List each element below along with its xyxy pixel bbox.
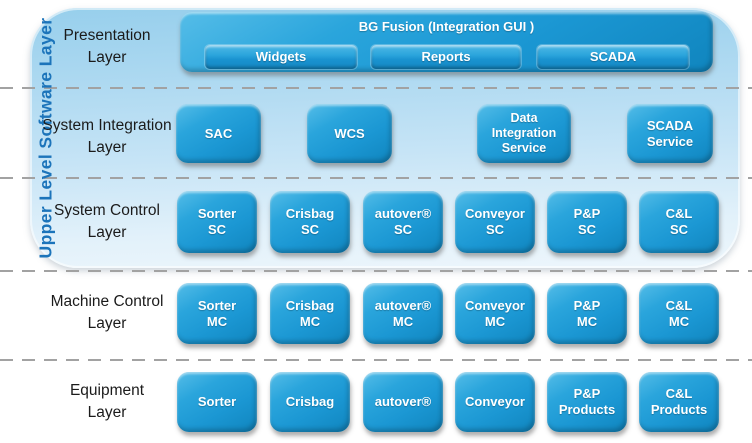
box-conveyor-mc-label: Conveyor MC bbox=[465, 297, 525, 329]
box-crisbag-label: Crisbag bbox=[285, 394, 335, 409]
box-autover-mc-label: autover® MC bbox=[374, 297, 432, 329]
box-sorter-mc: Sorter MC bbox=[177, 283, 257, 344]
box-crisbag-sc-label: Crisbag SC bbox=[285, 206, 335, 237]
box-conveyor-mc: Conveyor MC bbox=[455, 283, 535, 344]
box-sorter-sc-label: Sorter SC bbox=[197, 206, 237, 237]
box-sac-label: SAC bbox=[204, 125, 233, 141]
button-widgets-label: Widgets bbox=[255, 49, 307, 64]
box-autover: autover® bbox=[363, 372, 443, 432]
box-bg-fusion: BG Fusion (Integration GUI ) Widgets Rep… bbox=[180, 12, 713, 72]
button-reports: Reports bbox=[371, 45, 521, 69]
layer-label-presentation: Presentation Layer bbox=[63, 27, 151, 66]
box-autover-sc-label: autover® SC bbox=[374, 206, 432, 237]
box-crisbag: Crisbag bbox=[270, 372, 350, 432]
box-crisbag-sc: Crisbag SC bbox=[270, 191, 350, 253]
box-pp-products: P&P Products bbox=[547, 372, 627, 432]
layer-label-machine-control: Machine Control Layer bbox=[50, 293, 164, 332]
box-data-integration-service-label: Data Integration Service bbox=[491, 111, 557, 155]
button-reports-label: Reports bbox=[421, 49, 471, 64]
divider-presentation-integration bbox=[0, 87, 752, 89]
bg-fusion-title: BG Fusion (Integration GUI ) bbox=[358, 19, 535, 34]
box-cl-products: C&L Products bbox=[639, 372, 719, 432]
box-cl-mc: C&L MC bbox=[639, 283, 719, 344]
layer-label-system-control: System Control Layer bbox=[54, 202, 160, 241]
box-pp-mc: P&P MC bbox=[547, 283, 627, 344]
box-pp-sc-label: P&P SC bbox=[573, 206, 601, 237]
box-conveyor-sc: Conveyor SC bbox=[455, 191, 535, 253]
box-pp-products-label: P&P Products bbox=[558, 386, 616, 417]
box-data-integration-service: Data Integration Service bbox=[477, 104, 571, 163]
box-sorter-sc: Sorter SC bbox=[177, 191, 257, 253]
box-sorter-mc-label: Sorter MC bbox=[197, 297, 237, 329]
box-autover-mc: autover® MC bbox=[363, 283, 443, 344]
box-crisbag-mc-label: Crisbag MC bbox=[285, 297, 335, 329]
divider-integration-control bbox=[0, 177, 752, 179]
box-cl-mc-label: C&L MC bbox=[665, 297, 693, 329]
box-conveyor: Conveyor bbox=[455, 372, 535, 432]
button-scada: SCADA bbox=[537, 45, 689, 69]
box-conveyor-label: Conveyor bbox=[465, 394, 525, 409]
divider-upper-machine bbox=[0, 270, 752, 272]
layer-label-system-integration: System Integration Layer bbox=[42, 117, 172, 156]
box-cl-sc-label: C&L SC bbox=[665, 206, 693, 237]
button-widgets: Widgets bbox=[205, 45, 357, 69]
box-scada-service: SCADA Service bbox=[627, 104, 713, 163]
box-cl-products-label: C&L Products bbox=[650, 386, 708, 417]
box-pp-sc: P&P SC bbox=[547, 191, 627, 253]
box-cl-sc: C&L SC bbox=[639, 191, 719, 253]
box-scada-service-label: SCADA Service bbox=[646, 117, 694, 149]
box-autover-sc: autover® SC bbox=[363, 191, 443, 253]
box-crisbag-mc: Crisbag MC bbox=[270, 283, 350, 344]
box-sac: SAC bbox=[176, 104, 261, 163]
box-pp-mc-label: P&P MC bbox=[573, 297, 601, 329]
box-autover-label: autover® bbox=[374, 394, 432, 409]
box-wcs-label: WCS bbox=[334, 125, 365, 141]
box-sorter: Sorter bbox=[177, 372, 257, 432]
button-scada-label: SCADA bbox=[589, 49, 637, 64]
box-conveyor-sc-label: Conveyor SC bbox=[465, 206, 525, 237]
divider-machine-equipment bbox=[0, 359, 752, 361]
layer-label-equipment: Equipment Layer bbox=[69, 382, 145, 421]
box-sorter-label: Sorter bbox=[197, 394, 237, 409]
box-wcs: WCS bbox=[307, 104, 392, 163]
